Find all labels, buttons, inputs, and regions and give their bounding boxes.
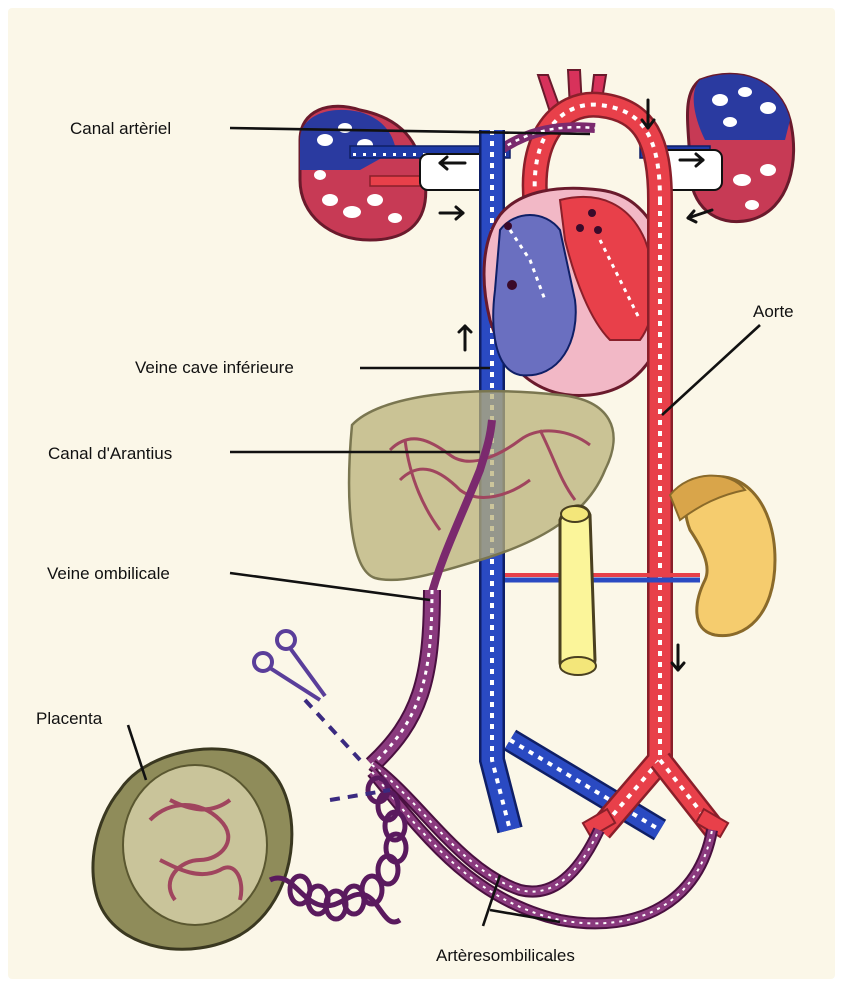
label-canal-arantius: Canal d'Arantius <box>48 444 172 463</box>
label-placenta: Placenta <box>36 709 103 728</box>
label-veine-cave-inferieure: Veine cave inférieure <box>135 358 294 377</box>
label-veine-ombilicale: Veine ombilicale <box>47 564 170 583</box>
heart <box>484 188 668 395</box>
label-canal-arteriel: Canal artèriel <box>70 119 171 138</box>
bladder-tube <box>560 506 596 675</box>
label-arteres-ombilicales: Artèresombilicales <box>436 946 575 965</box>
label-aorte: Aorte <box>753 302 794 321</box>
